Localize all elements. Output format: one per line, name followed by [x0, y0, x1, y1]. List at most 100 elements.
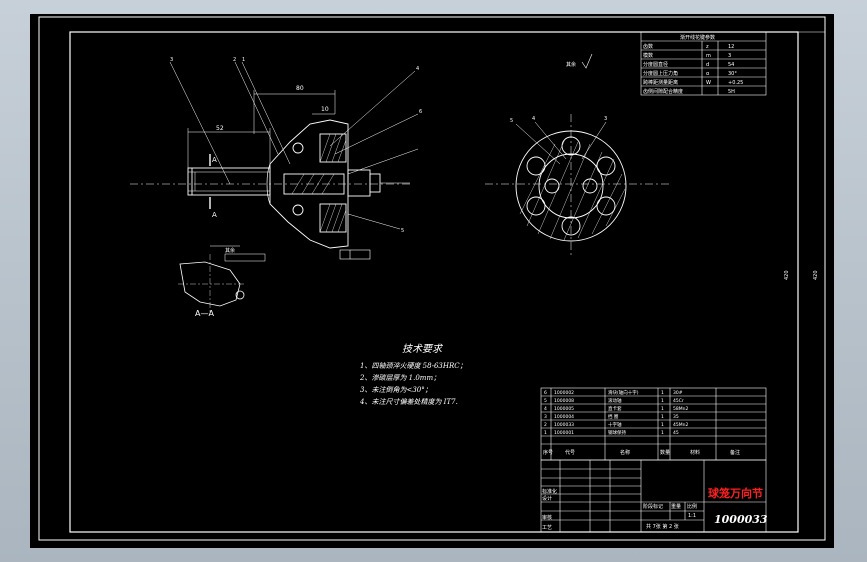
part-no-left-1: 3	[170, 57, 173, 63]
dim-small: 10	[321, 106, 329, 113]
bom-header-2: 名称	[620, 449, 630, 456]
tech-req-item-4: 4、未注尺寸偏差处精度为 IT7.	[359, 398, 458, 406]
part-no-left-6: 5	[401, 228, 404, 234]
tb-weight: 重量	[671, 503, 681, 510]
bom-cell-5-2: 钢球保持	[608, 429, 626, 436]
section-mark-top: A	[212, 156, 217, 164]
tb-ratio: 比例	[687, 503, 697, 510]
dim-overall: 80	[296, 85, 304, 92]
param-cell-4-0: 跨棒距测量距离	[643, 79, 678, 86]
param-cell-4-2: +0.25	[728, 80, 743, 86]
bom-header-3: 数量	[660, 449, 670, 456]
param-cell-5-2: 5H	[728, 89, 735, 95]
tb-review: 审核	[542, 514, 552, 521]
tb-stage: 阶段标记	[643, 503, 663, 510]
outer-frame	[38, 16, 826, 541]
param-table-title: 渐开线花键参数	[680, 34, 715, 41]
tech-req-item-2: 2、渗碳层厚为 1.0mm；	[359, 374, 440, 382]
drawing-sheet: 420 420	[30, 14, 834, 548]
front-view	[130, 61, 419, 260]
param-cell-3-1: α	[706, 71, 710, 77]
dim-spline-length: 52	[216, 125, 224, 132]
frame-side-label-2: 420	[813, 270, 819, 280]
part-no-left-4: 4	[416, 66, 419, 72]
bom-cell-5-4: 45	[673, 430, 679, 436]
part-no-left-2: 2	[233, 57, 236, 63]
frame-side-label-1: 420	[784, 270, 790, 280]
bom-cell-3-0: 3	[544, 414, 547, 420]
bom-cell-0-0: 6	[544, 390, 547, 396]
inner-frame	[69, 31, 799, 533]
section-aa-note: 其余	[225, 247, 235, 254]
param-table	[640, 31, 767, 96]
bom-cell-1-4: 45Cr	[673, 398, 684, 404]
part-no-right-1: 5	[510, 118, 513, 124]
param-cell-5-0: 齿侧间隙配合精度	[643, 88, 683, 95]
param-cell-1-1: m	[706, 53, 711, 59]
tb-scale: 1:1	[688, 513, 696, 519]
front-view-hatching	[291, 133, 347, 233]
tb-drawing-number: 1000033	[714, 513, 768, 526]
bom-cell-2-1: 1000005	[554, 406, 574, 412]
param-cell-0-1: z	[706, 44, 709, 50]
param-cell-3-0: 分度圆上压力角	[643, 70, 678, 77]
bom-cell-1-1: 1000008	[554, 398, 574, 404]
bom-cell-3-1: 1000004	[554, 414, 574, 420]
tb-sheets: 共 7张 第 2 张	[646, 523, 679, 530]
bom-rows: 6 1000002 滑块(轴向十字) 1 30# 5 1000008 滚动轴 1 45Cr 4 100…	[543, 389, 740, 456]
tech-req-item-1: 1、四轴颈淬火硬度 58-63HRC；	[360, 362, 467, 370]
tb-standard: 标准化	[542, 488, 557, 495]
tb-drawing-name: 球笼万向节	[708, 486, 763, 500]
bom-cell-1-3: 1	[661, 398, 664, 404]
bom-cell-1-0: 5	[544, 398, 547, 404]
bom-cell-4-0: 2	[544, 422, 547, 428]
roughness-note: 其余	[566, 61, 576, 68]
section-aa-label: A—A	[195, 309, 214, 318]
param-cell-1-0: 模数	[643, 52, 653, 59]
part-no-left-5: 6	[419, 109, 422, 115]
bom-cell-5-3: 1	[661, 430, 664, 436]
part-no-right-3: 3	[604, 116, 607, 122]
param-cell-0-2: 12	[728, 44, 734, 50]
tb-process: 工艺	[542, 525, 552, 531]
section-mark-bottom: A	[212, 211, 217, 219]
tb-design: 设计	[542, 495, 552, 502]
side-view-hatching	[519, 138, 626, 241]
bom-cell-0-4: 30#	[673, 390, 683, 396]
bom-cell-4-3: 1	[661, 422, 664, 428]
bom-header-4: 材料	[690, 449, 700, 456]
bom-cell-5-0: 1	[544, 430, 547, 436]
bom-cell-0-3: 1	[661, 390, 664, 396]
param-cell-3-2: 30°	[728, 71, 737, 77]
tech-req-title: 技术要求	[402, 343, 444, 355]
tech-req-item-3: 3、未注倒角为<30°；	[360, 386, 432, 394]
part-no-left-3: 1	[242, 57, 245, 63]
bom-cell-3-3: 1	[661, 414, 664, 420]
bom-cell-1-2: 滚动轴	[608, 397, 622, 404]
bom-table	[540, 387, 767, 461]
param-cell-2-2: 54	[728, 62, 734, 68]
bom-header-1: 代号	[565, 449, 575, 456]
param-cell-2-1: d	[706, 62, 709, 68]
bom-cell-4-4: 45Mn2	[673, 422, 688, 428]
bom-cell-4-2: 十字轴	[608, 421, 622, 428]
bom-cell-0-2: 滑块(轴向十字)	[608, 389, 639, 396]
roughness-icon	[581, 53, 593, 69]
part-no-right-2: 4	[532, 116, 535, 122]
side-view	[485, 114, 670, 258]
bom-cell-2-3: 1	[661, 406, 664, 412]
drawing-canvas: 420 420	[38, 16, 826, 541]
bom-cell-2-2: 直卡套	[608, 405, 622, 412]
bom-cell-2-0: 4	[544, 406, 547, 412]
bom-cell-3-2: 挡 圈	[608, 413, 619, 420]
bom-header-5: 备注	[730, 449, 740, 456]
bom-header-0: 序号	[543, 449, 553, 456]
param-cell-2-0: 分度圆直径	[643, 61, 668, 68]
title-block	[540, 459, 767, 533]
param-cell-4-1: W	[706, 80, 711, 86]
section-aa	[178, 245, 266, 312]
bom-cell-4-1: 1000033	[554, 422, 574, 428]
bom-cell-0-1: 1000002	[554, 390, 574, 396]
